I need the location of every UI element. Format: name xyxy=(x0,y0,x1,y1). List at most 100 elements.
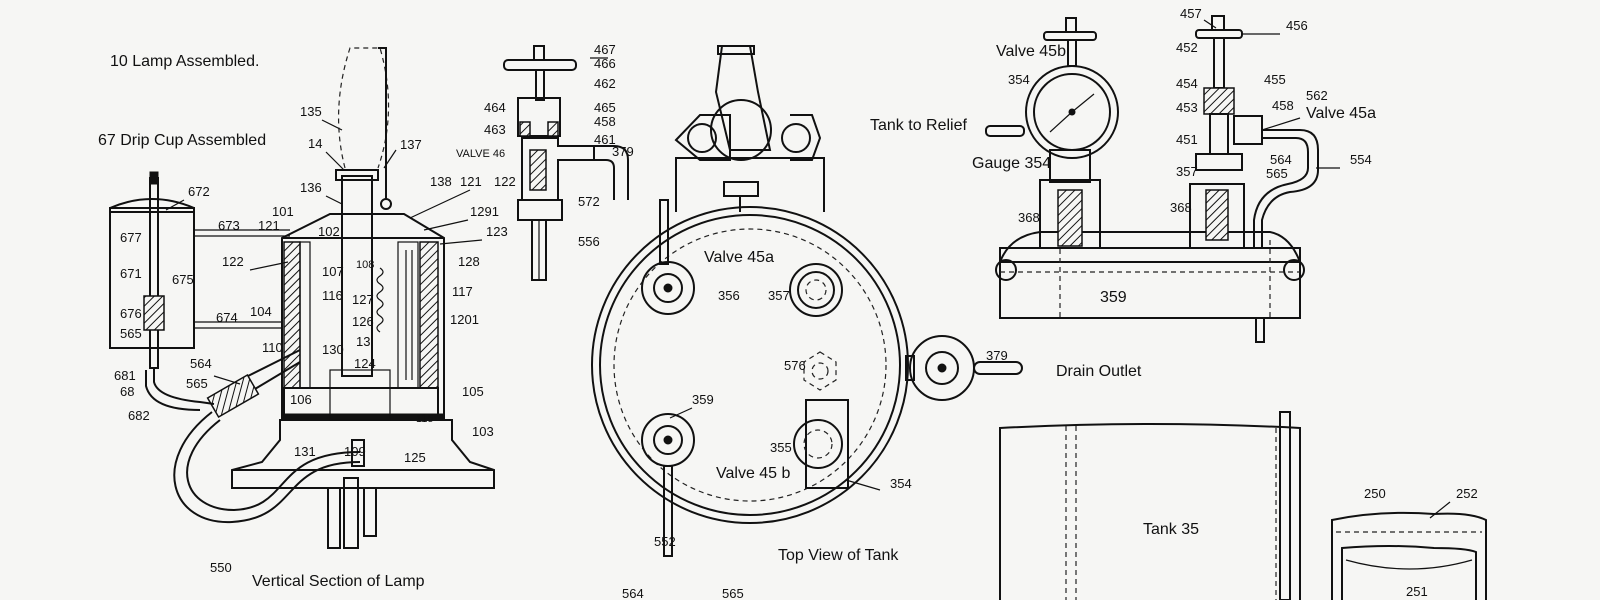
caption-valve-45b-side: Valve 45b xyxy=(996,43,1066,60)
drip-cup xyxy=(109,171,290,411)
callout-label: 117 xyxy=(452,284,473,299)
lamp-vertical-section xyxy=(173,47,495,549)
callout-label: 250 xyxy=(1364,486,1386,501)
callout-label: 453 xyxy=(1176,100,1198,115)
callout-label: 127 xyxy=(352,292,374,307)
callout-label: 68 xyxy=(120,384,134,399)
callout-label: 576 xyxy=(784,358,806,373)
callout-label: 562 xyxy=(1306,88,1328,103)
leader-lines xyxy=(165,19,1451,519)
callout-label: 1291 xyxy=(470,204,499,219)
callout-label: 359 xyxy=(1100,289,1127,306)
callout-label: 357 xyxy=(1176,164,1198,179)
caption-valve-45a-side: Valve 45a xyxy=(1306,105,1376,122)
callout-label: 368 xyxy=(1018,210,1040,225)
caption-valve-46: VALVE 46 xyxy=(456,148,505,160)
callout-label: 14 xyxy=(308,136,322,151)
callout-label: 565 xyxy=(722,586,744,600)
caption-drain-outlet: Drain Outlet xyxy=(1056,363,1142,380)
callout-label: 121 xyxy=(460,174,482,189)
callout-label: 104 xyxy=(250,304,272,319)
callout-label: 674 xyxy=(216,310,238,325)
tank-side-view xyxy=(985,15,1319,343)
callout-label: 564 xyxy=(190,356,212,371)
callout-label: 452 xyxy=(1176,40,1198,55)
callout-label: 355 xyxy=(770,440,792,455)
callout-label: 572 xyxy=(578,194,600,209)
callout-label: 673 xyxy=(218,218,240,233)
caption-drip-cup: 67 Drip Cup Assembled xyxy=(98,132,266,149)
caption-tank-relief: Tank to Relief xyxy=(870,117,967,134)
tank-top-view xyxy=(591,45,1023,557)
callout-label: 565 xyxy=(186,376,208,391)
valve-46-callouts: 467 466 462 464 465 463 458 461 379 572 … xyxy=(484,42,634,249)
callout-label: 454 xyxy=(1176,76,1198,91)
callout-label: 564 xyxy=(622,586,644,600)
callout-label: 379 xyxy=(612,144,634,159)
callout-label: 106 xyxy=(290,392,312,407)
lamp-callouts: 135 137 14 136 138 121 122 1291 123 101 … xyxy=(114,104,516,575)
caption-valve-45a-top: Valve 45a xyxy=(704,249,774,266)
callout-label: 110 xyxy=(262,340,283,355)
caption-valve-45b-top: Valve 45 b xyxy=(716,465,791,482)
callout-label: 108 xyxy=(356,259,374,271)
caption-top-view: Top View of Tank xyxy=(778,547,899,564)
callout-label: 13 xyxy=(356,334,370,349)
callout-label: 456 xyxy=(1286,18,1308,33)
caption-gauge: Gauge 354 xyxy=(972,155,1051,172)
tank-35-drawing xyxy=(999,411,1301,600)
callout-label: 356 xyxy=(718,288,740,303)
callout-label: 130 xyxy=(322,342,344,357)
callout-label: 105 xyxy=(462,384,484,399)
caption-lamp-assembled: 10 Lamp Assembled. xyxy=(110,53,259,70)
callout-label: 554 xyxy=(1350,152,1372,167)
callout-label: 126 xyxy=(352,314,374,329)
callout-label: 251 xyxy=(1406,584,1428,599)
callout-label: 676 xyxy=(120,306,142,321)
callout-label: 464 xyxy=(484,100,506,115)
callout-label: 354 xyxy=(1008,72,1030,87)
callout-label: 103 xyxy=(472,424,494,439)
callout-label: 122 xyxy=(494,174,516,189)
callout-label: 107 xyxy=(322,264,344,279)
callout-label: 137 xyxy=(400,137,422,152)
callout-label: 101 xyxy=(272,204,294,219)
callout-label: 675 xyxy=(172,272,194,287)
callout-label: 681 xyxy=(114,368,136,383)
callout-label: 1201 xyxy=(450,312,479,327)
callout-label: 123 xyxy=(486,224,508,239)
callout-label: 102 xyxy=(318,224,340,239)
callout-label: 135 xyxy=(300,104,322,119)
callout-label: 682 xyxy=(128,408,150,423)
callout-label: 121 xyxy=(258,218,280,233)
top-view-callouts: 356 357 576 379 359 355 354 552 564 565 xyxy=(622,288,1008,600)
callout-label: 122 xyxy=(222,254,244,269)
callout-label: 458 xyxy=(1272,98,1294,113)
callout-label: 564 xyxy=(1270,152,1292,167)
caption-vertical-section: Vertical Section of Lamp xyxy=(252,573,425,590)
caption-tank-35: Tank 35 xyxy=(1143,521,1199,538)
callout-label: 109 xyxy=(344,444,366,459)
callout-label: 357 xyxy=(768,288,790,303)
callout-label: 451 xyxy=(1176,132,1198,147)
callout-label: 565 xyxy=(120,326,142,341)
callout-label: 467 xyxy=(594,42,616,57)
callout-label: 368 xyxy=(1170,200,1192,215)
callout-label: 463 xyxy=(484,122,506,137)
callout-label: 252 xyxy=(1456,486,1478,501)
callout-label: 565 xyxy=(1266,166,1288,181)
callout-label: 466 xyxy=(594,56,616,71)
callout-label: 550 xyxy=(210,560,232,575)
callout-label: 116 xyxy=(322,288,343,303)
callout-label: 125 xyxy=(404,450,426,465)
callout-label: 138 xyxy=(430,174,452,189)
tray-250-drawing xyxy=(1331,511,1487,600)
callout-label: 379 xyxy=(986,348,1008,363)
callout-label: 131 xyxy=(294,444,316,459)
callout-label: 677 xyxy=(120,230,142,245)
callout-label: 124 xyxy=(354,356,376,371)
callout-label: 671 xyxy=(120,266,142,281)
callout-label: 458 xyxy=(594,114,616,129)
callout-label: 115 xyxy=(416,413,434,425)
